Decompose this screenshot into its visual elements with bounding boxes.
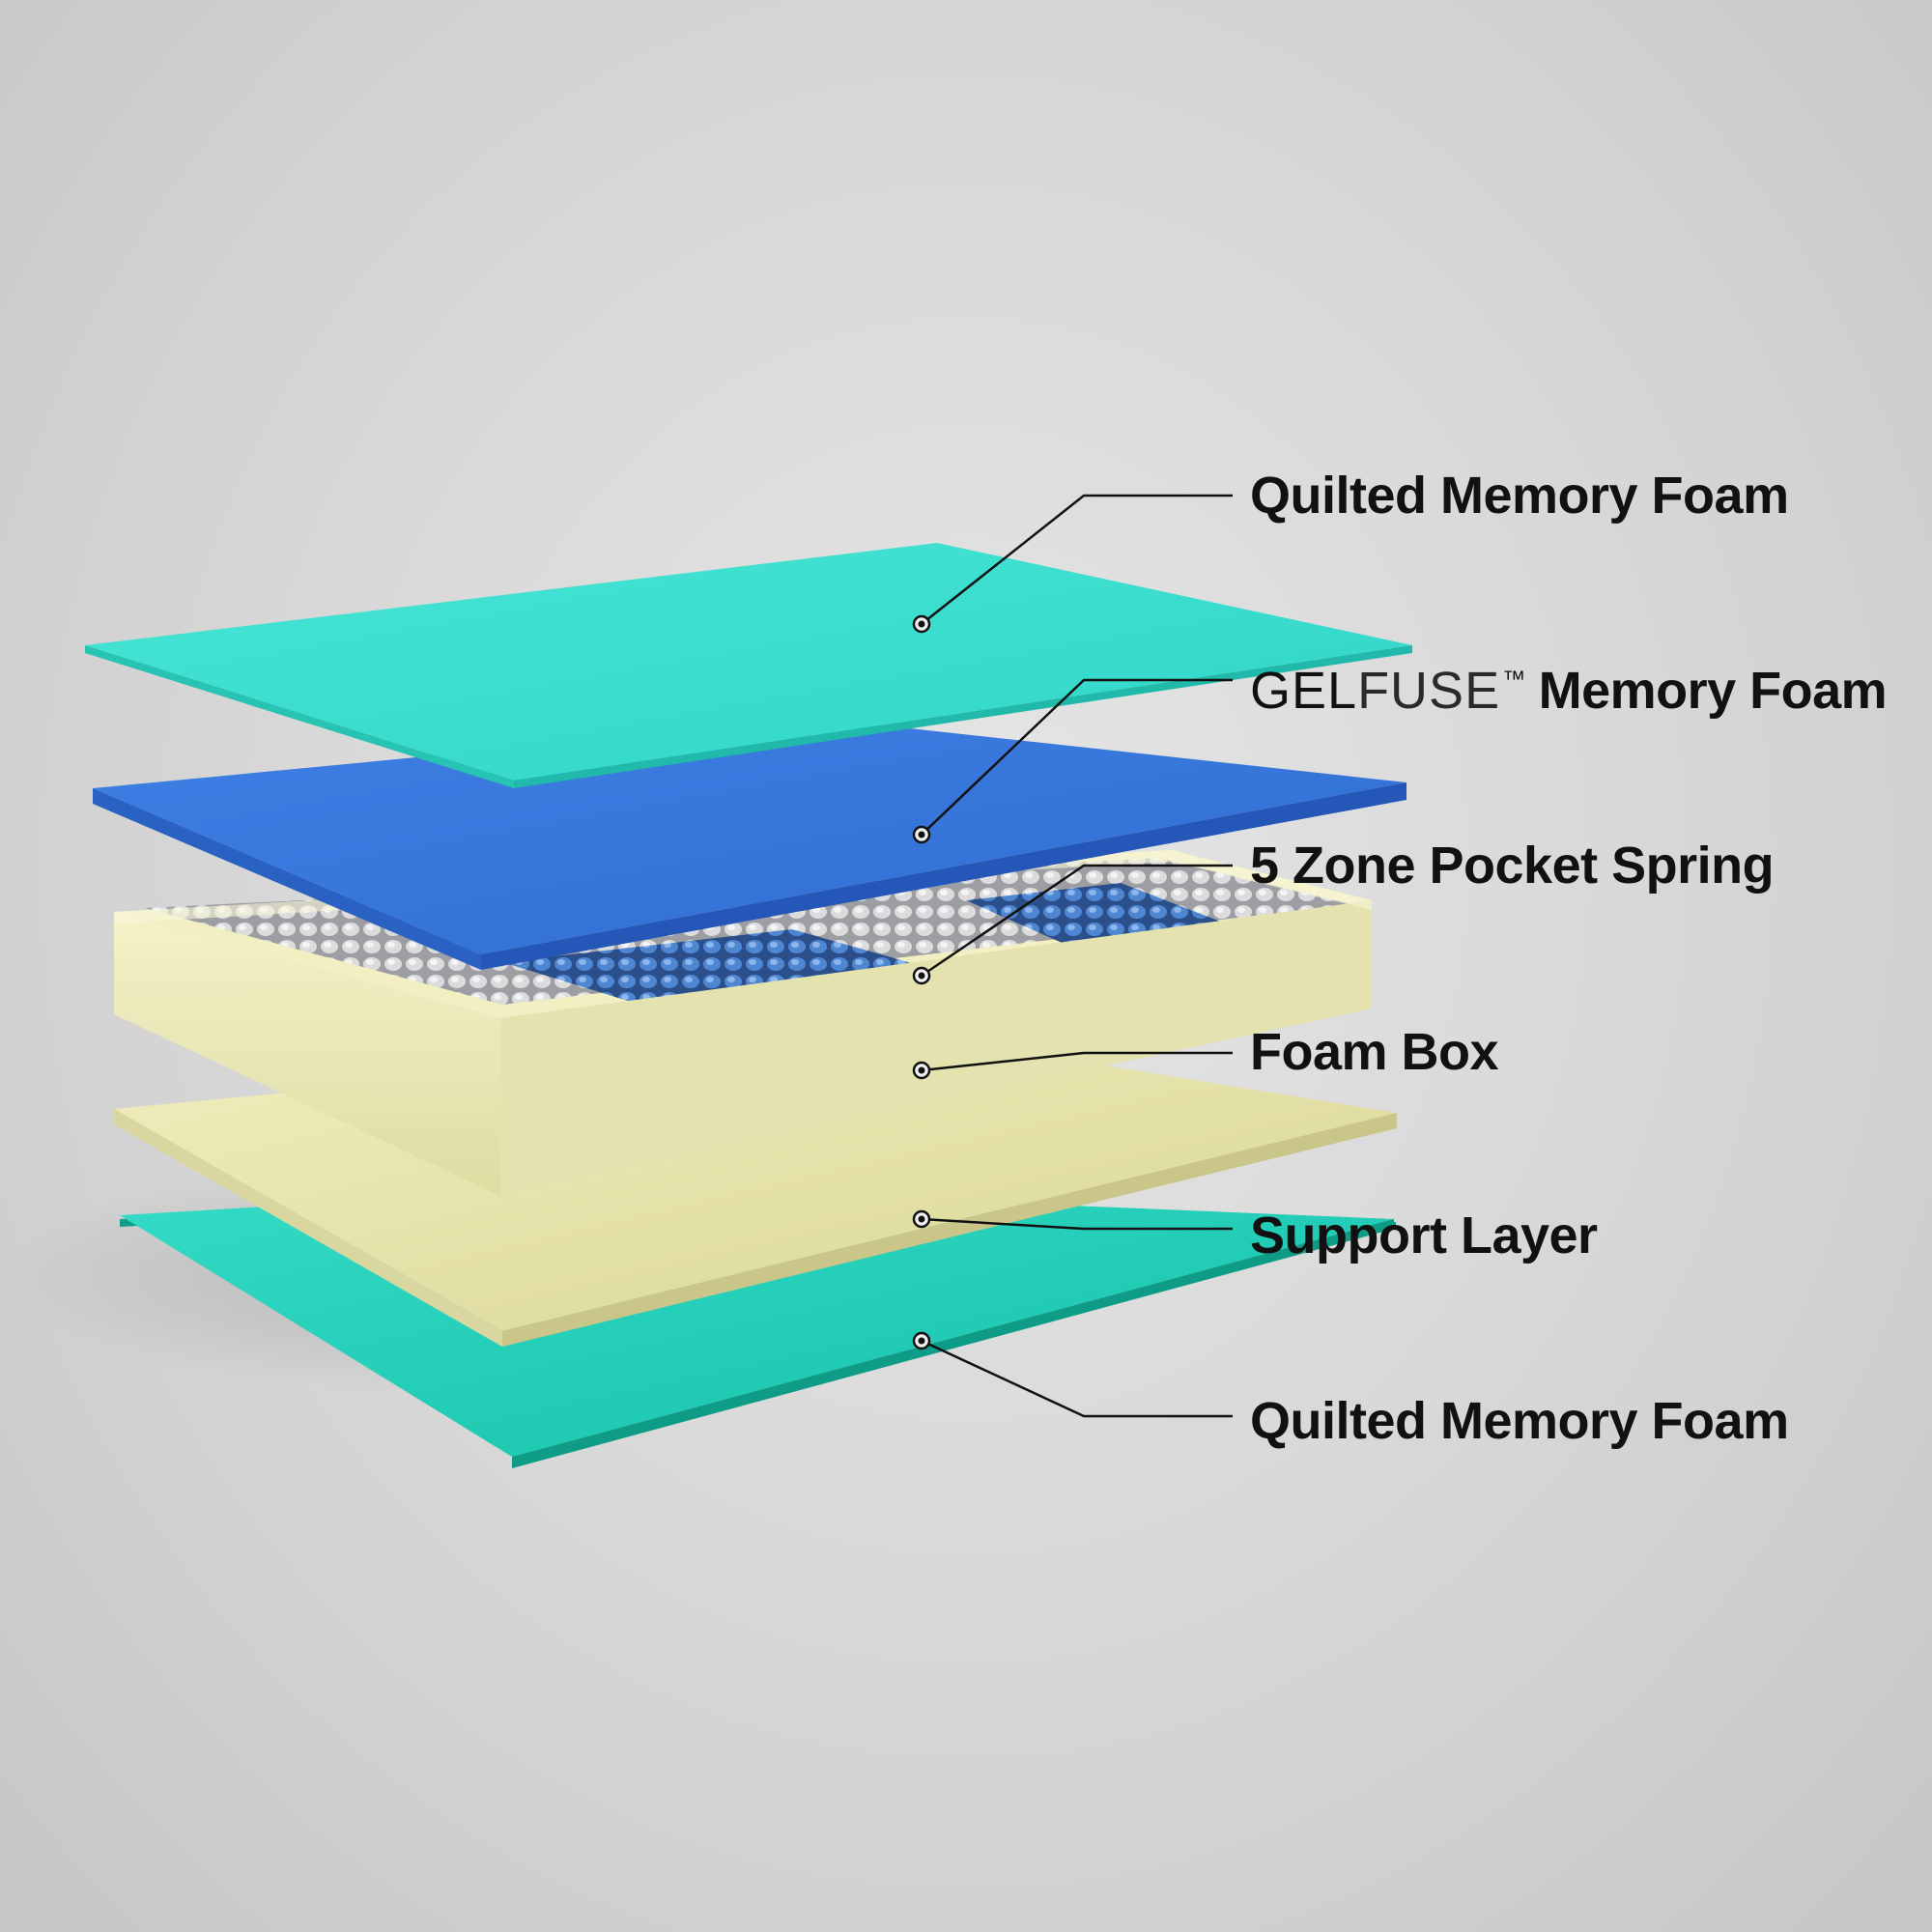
leader-line-3 <box>921 864 1233 978</box>
layer-foam-box <box>114 850 1372 1196</box>
layer-quilted-memory-foam-top <box>85 543 1412 788</box>
leader-lines <box>921 494 1233 1418</box>
label-quilted-memory-foam-bottom: Quilted Memory Foam <box>1250 1392 1789 1450</box>
leader-line-1 <box>921 494 1233 625</box>
callout-dots <box>912 614 931 1350</box>
label-gelfuse-name: Memory Foam <box>1538 662 1888 720</box>
label-5-zone-pocket-spring: 5 Zone Pocket Spring <box>1250 837 1775 895</box>
trademark-symbol: ™ <box>1502 667 1525 693</box>
label-foam-box: Foam Box <box>1250 1023 1499 1081</box>
leader-line-2 <box>921 678 1233 836</box>
label-gelfuse-memory-foam: GELFUSE™ Memory Foam <box>1250 650 1888 721</box>
label-quilted-memory-foam-top: Quilted Memory Foam <box>1250 467 1789 525</box>
leader-line-4 <box>921 1051 1233 1072</box>
gelfuse-logo: GELFUSE <box>1250 662 1501 720</box>
leader-line-6 <box>921 1339 1233 1418</box>
label-support-layer: Support Layer <box>1250 1207 1598 1264</box>
leader-line-5 <box>921 1217 1233 1231</box>
layer-gelfuse-memory-foam <box>93 719 1406 970</box>
